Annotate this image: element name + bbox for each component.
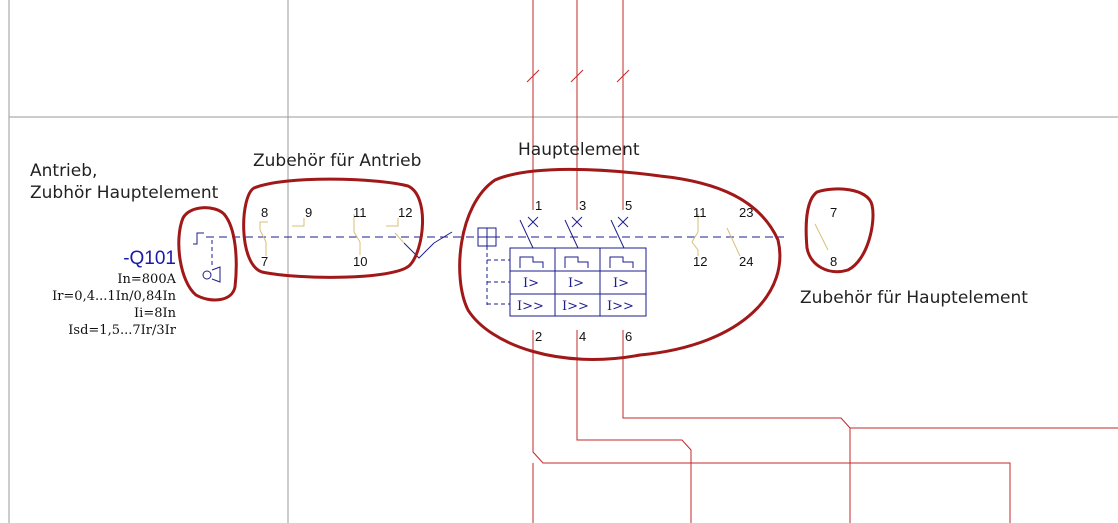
aux-contact-23-24	[726, 227, 741, 257]
trip-label-4: I>>	[517, 299, 544, 314]
trip-label-3: I>	[613, 276, 629, 291]
terminal-drive-11: 11	[353, 205, 367, 220]
device-param-ir: Ir=0,4...1In/0,84In	[52, 289, 176, 304]
terminal-main-3: 3	[579, 198, 586, 213]
terminal-drive-7: 7	[261, 254, 268, 269]
wire-tick-l2	[570, 69, 584, 83]
latch-notch	[403, 242, 435, 259]
thermal-l3	[609, 256, 634, 268]
device-tag[interactable]: -Q101	[123, 248, 176, 269]
terminal-main-6: 6	[625, 329, 632, 344]
main-contact-l3	[610, 216, 629, 249]
trip-unit-frame	[509, 247, 647, 317]
highlight-main-element	[458, 167, 782, 361]
device-parameter-block: -Q101 In=800A Ir=0,4...1In/0,84In Ii=8In…	[0, 248, 176, 343]
terminal-main-4: 4	[579, 329, 586, 344]
terminal-aux-11: 11	[693, 205, 707, 220]
trip-unit-labels: I> I> I> I>> I>> I>>	[517, 276, 634, 314]
terminal-drive-10: 10	[353, 254, 367, 269]
wire-l3-bottom	[622, 330, 851, 523]
terminal-main-5: 5	[625, 198, 632, 213]
aux-contact-12	[386, 218, 399, 227]
aux-contact-11-10	[353, 214, 361, 255]
terminal-extra-7: 7	[830, 205, 837, 220]
terminal-aux-24: 24	[739, 254, 753, 269]
auxiliary-contacts	[259, 214, 829, 257]
main-contact-l1	[519, 216, 539, 249]
thermal-l1	[519, 256, 544, 268]
terminal-drive-8: 8	[261, 205, 268, 220]
latch-switch	[433, 231, 453, 244]
terminal-aux-23: 23	[739, 205, 753, 220]
highlight-drive	[177, 206, 238, 302]
aux-contact-11-12	[691, 214, 699, 256]
terminal-main-2: 2	[535, 329, 542, 344]
frame-lines	[8, 0, 1118, 523]
trip-label-6: I>>	[607, 299, 634, 314]
trip-label-2: I>	[568, 276, 584, 291]
terminal-aux-12: 12	[693, 254, 707, 269]
terminal-extra-8: 8	[830, 254, 837, 269]
terminal-numbers: 8 9 11 12 7 10 1 3 5 2 4 6 11 23 12 24 7…	[261, 198, 837, 344]
main-contact-l2	[564, 216, 583, 249]
terminal-drive-12: 12	[398, 205, 412, 220]
aux-link	[394, 232, 405, 244]
label-drive-accessories: Zubehör für Antrieb	[253, 151, 422, 171]
wire-l2-bottom	[576, 330, 692, 523]
highlight-drive-accessories	[242, 177, 424, 279]
label-drive-line1: Antrieb,	[30, 161, 98, 181]
label-main-accessories: Zubehör für Hauptelement	[800, 288, 1028, 308]
trip-label-1: I>	[523, 276, 539, 291]
drive-coil-body	[211, 266, 221, 283]
label-drive-line2: Zubhör Hauptelement	[30, 183, 219, 203]
terminal-drive-9: 9	[305, 205, 312, 220]
wire-l1-bottom	[532, 330, 1011, 523]
drive-coil-circle	[202, 270, 212, 280]
terminal-main-1: 1	[535, 198, 542, 213]
drive-symbol-hook	[193, 232, 204, 245]
device-param-isd: Isd=1,5...7Ir/3Ir	[68, 323, 176, 338]
device-param-ii: Ii=8In	[134, 306, 176, 321]
trip-label-5: I>>	[562, 299, 589, 314]
aux-contact-7-8	[814, 223, 829, 251]
wire-tick-l3	[616, 69, 630, 83]
breaker-symbols	[193, 216, 784, 317]
label-main-element: Hauptelement	[518, 140, 640, 160]
thermal-l2	[564, 256, 589, 268]
highlight-outlines	[177, 167, 875, 361]
aux-contact-8-7	[259, 221, 268, 256]
highlight-main-accessories	[804, 187, 875, 273]
power-wires	[526, 0, 1118, 523]
device-param-in: In=800A	[117, 272, 176, 287]
wire-tick-l1	[526, 69, 540, 83]
aux-contact-9	[292, 218, 305, 227]
